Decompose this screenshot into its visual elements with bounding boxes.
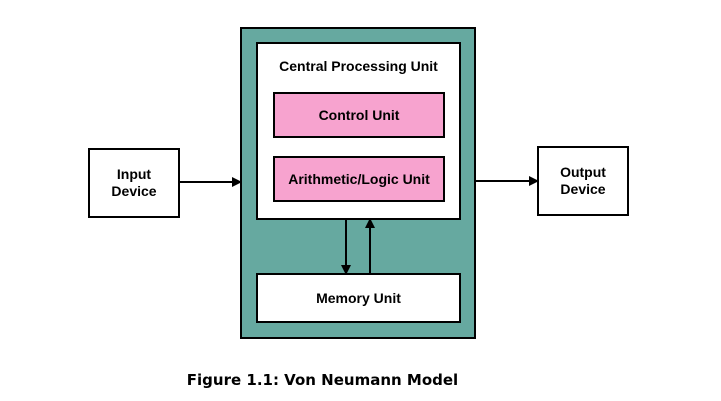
alu-box: Arithmetic/Logic Unit xyxy=(273,156,445,202)
figure-caption: Figure 1.1: Von Neumann Model xyxy=(186,371,459,389)
input-device-box: Input Device xyxy=(88,148,180,218)
cpu-title: Central Processing Unit xyxy=(279,58,438,74)
output-device-box: Output Device xyxy=(537,146,629,216)
control-unit-box: Control Unit xyxy=(273,92,445,138)
memory-unit-box: Memory Unit xyxy=(256,273,461,323)
